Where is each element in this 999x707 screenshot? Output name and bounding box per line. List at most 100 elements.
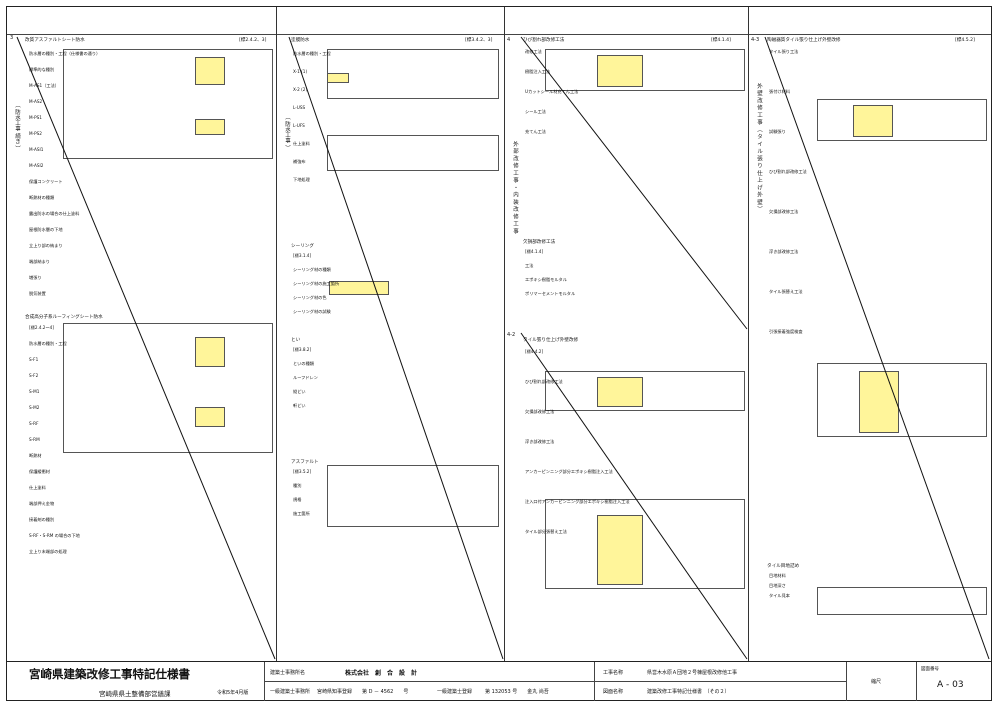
spec-line: エポキシ樹脂モルタル [525, 277, 567, 282]
spec-line: [標3.1.4] [293, 253, 312, 258]
item-label: 欠損部改修工法 [523, 240, 556, 245]
project-name: 県営木水原Ａ団地２号棟屋根改修他工事 [647, 670, 738, 676]
number-value: A - 03 [937, 680, 964, 690]
highlight-cell [195, 407, 225, 427]
spec-line: X-2 (2) [293, 87, 308, 92]
spec-table [817, 99, 987, 141]
section-number: 4-2 [507, 332, 516, 338]
spec-table [545, 371, 745, 411]
spec-line: L-USS [293, 105, 306, 110]
column-3-vertical-title: 外 部 改 修 工 事 ・ 内 装 改 修 工 事 [512, 140, 518, 234]
spec-line: 断熱材 [29, 453, 42, 458]
spec-line: 欠損部改修工法 [525, 409, 555, 414]
project-label: 工事名称 [603, 670, 624, 676]
spec-line: [標4.4.2] [525, 349, 544, 354]
spec-line: 種別 [293, 483, 302, 488]
ref-note: [標3.4.2、3] [465, 38, 493, 43]
spec-line: Uカットシール材充てん工法 [525, 89, 579, 94]
spec-line: ポリマーセメントモルタル [525, 291, 576, 296]
spec-line: 張付け材料 [769, 89, 790, 94]
reg-label: 一級建築士事務所 [270, 689, 311, 695]
spec-line: ルーフドレン [293, 375, 318, 380]
spec-line: 浮き部改修工法 [525, 439, 555, 444]
highlight-cell [597, 515, 643, 585]
spec-line: といの種類 [293, 361, 314, 366]
ref-note: [標4.1.4] [711, 38, 731, 43]
spec-line: シーリング材の色 [293, 295, 327, 300]
spec-line: 端部押え金物 [29, 501, 55, 506]
column-2: （ 防水工事 ） 塗膜防水 [標3.4.2、3] シーリング とい アスファルト… [277, 7, 505, 661]
spec-table [327, 465, 499, 527]
main-title: 宮崎県建築改修工事特記仕様書 [29, 667, 190, 681]
top-border-line [7, 34, 991, 35]
spec-line: シール工法 [525, 109, 546, 114]
spec-line: ひび割れ部改修工法 [769, 169, 807, 174]
spec-line: M-AS1（工法） [29, 83, 59, 88]
spec-table [545, 499, 745, 589]
spec-line: シーリング材の施工箇所 [293, 281, 340, 286]
spec-line: S-F2 [29, 373, 39, 378]
office-name: 株式会社 創 合 設 計 [345, 670, 418, 677]
highlight-cell [195, 119, 225, 135]
highlight-cell [195, 337, 225, 367]
spec-line: 仕上塗料 [293, 141, 310, 146]
spec-line: S-F1 [29, 357, 39, 362]
spec-line: 充てん工法 [525, 129, 546, 134]
scale-cell: 縮尺 [847, 662, 917, 701]
item-label: タイル目地詰め [767, 564, 800, 569]
spec-line: S-RF [29, 421, 39, 426]
scale-label: 縮尺 [871, 679, 882, 685]
section-number: 3 [10, 35, 14, 41]
spec-line: 欠損部改修工法 [769, 209, 799, 214]
spec-line: 工法 [525, 263, 534, 268]
spec-line: 注入口付アンカーピンニング部分エポキシ樹脂注入工法 [525, 499, 630, 504]
spec-line: タイル見本 [769, 593, 790, 598]
spec-line: S-RM [29, 437, 40, 442]
highlight-cell [327, 73, 349, 83]
spec-line: 規格 [293, 497, 302, 502]
spec-line: X-1 (1) [293, 69, 308, 74]
spec-line: 縦どい [293, 389, 306, 394]
spec-line: 断熱材の種類 [29, 195, 55, 200]
spec-line: タイル張り工法 [769, 49, 799, 54]
spec-table [63, 323, 273, 453]
spec-line: 目地材料 [769, 573, 786, 578]
spec-line: 防水層の種別・工程（仕様書の通り） [29, 51, 101, 56]
spec-line: 立上り部の納まり [29, 243, 63, 248]
item-label: タイル張り仕上げ外壁改修 [523, 338, 579, 343]
spec-line: ひび割れ部改修工法 [525, 379, 563, 384]
sub-org: 宮崎県県土整備部営繕課 [99, 690, 171, 698]
spec-line: [標2.4.2～4] [29, 325, 54, 330]
spec-line: タイル部分張替え工法 [525, 529, 567, 534]
spec-line: S-RF・S-RM の場合の下地 [29, 533, 80, 538]
number-cell: 図面番号 A - 03 [917, 662, 991, 701]
item-label: 陶磁器質タイル張り仕上げ外壁改修 [767, 38, 841, 43]
spec-line: 脱気装置 [29, 291, 46, 296]
spec-line: 標準的な種別 [29, 67, 55, 72]
spec-line: [標4.1.4] [525, 249, 544, 254]
spec-line: 浮き部改修工法 [769, 249, 799, 254]
column-1-vertical-title: （ 防水工事 続き ） [14, 102, 20, 152]
drawing-sheet: 3 （ 防水工事 続き ） 改質アスファルトシート防水 [標2.4.2、3] 合… [6, 6, 992, 701]
item-label: ひび割れ部改修工法 [523, 38, 565, 43]
spec-line: 防水層の種別・工程 [29, 341, 67, 346]
spec-line: [標3.5.2] [293, 469, 312, 474]
spec-table [327, 135, 499, 171]
spec-line: タイル張替え工法 [769, 289, 803, 294]
cancel-diagonal [520, 36, 748, 660]
item-label: シーリング [291, 244, 314, 249]
spec-line: 試験張り [769, 129, 786, 134]
spec-line: L-UFS [293, 123, 305, 128]
spec-line: 保護コンクリート [29, 179, 63, 184]
spec-line: 接着剤の種別 [29, 517, 55, 522]
project-cell: 工事名称 県営木水原Ａ団地２号棟屋根改修他工事 図面名称 建築改修工事特記仕様書… [595, 662, 847, 701]
item-label: アスファルト [291, 460, 319, 465]
office-label: 建築士事務所名 [270, 670, 306, 676]
spec-line: 施工箇所 [293, 511, 310, 516]
cancel-diagonal [288, 36, 504, 660]
spec-line: 目地深さ [769, 583, 786, 588]
spec-line: M-PS1 [29, 115, 42, 120]
highlight-cell [597, 377, 643, 407]
architect-label: 一級建築士登録 [437, 689, 473, 695]
spec-table [63, 49, 273, 159]
